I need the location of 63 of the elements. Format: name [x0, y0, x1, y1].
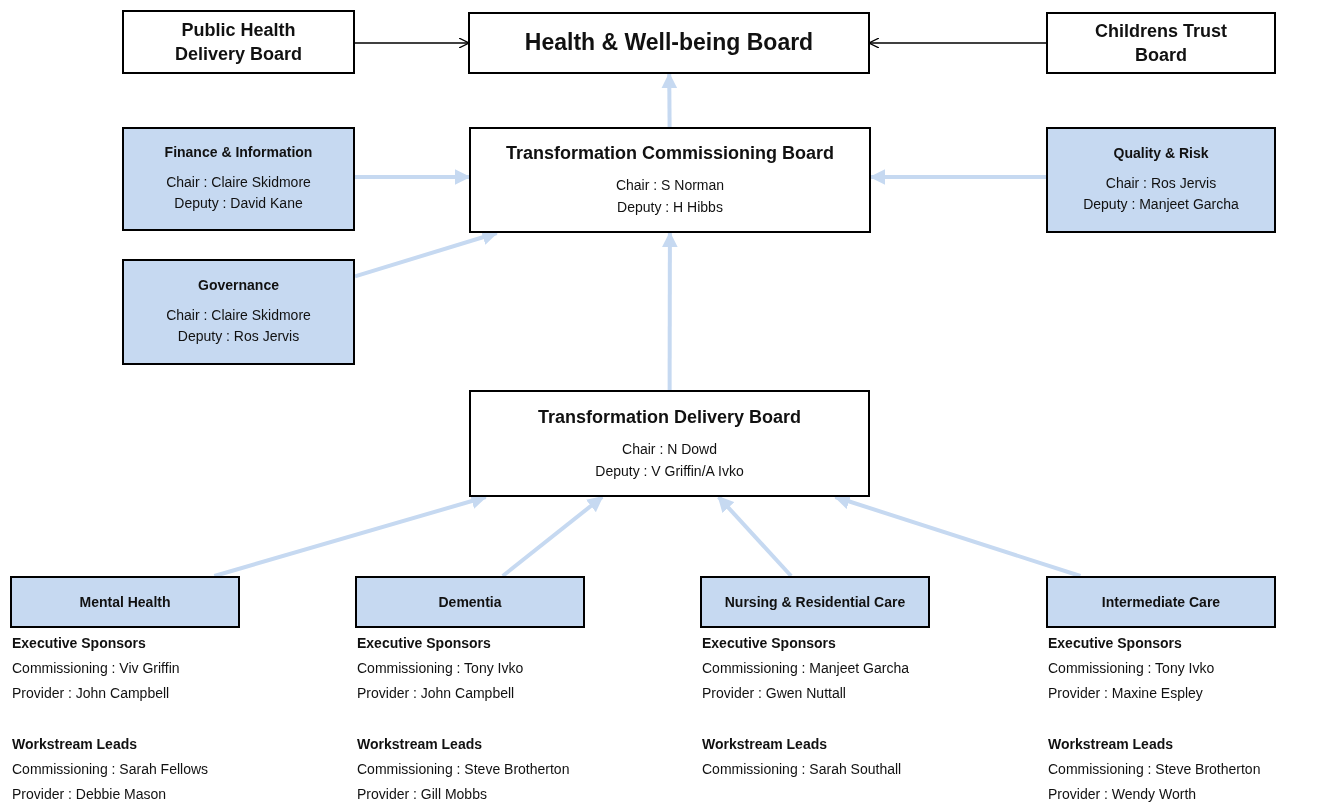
board-box: [468, 12, 870, 74]
member-name: Commissioning : Manjeet Garcha: [702, 659, 909, 678]
member-name: Provider : Maxine Espley: [1048, 684, 1204, 703]
member-name: Deputy : H Hibbs: [617, 198, 723, 218]
arrow: [661, 231, 678, 390]
section-heading: Workstream Leads: [702, 735, 828, 754]
member-name: Provider : Debbie Mason: [12, 785, 168, 804]
member-name: Provider : Wendy Worth: [1048, 785, 1198, 804]
member-name: Commissioning : Sarah Southall: [702, 760, 903, 779]
member-name: Chair : Ros Jervis: [1105, 173, 1217, 193]
member-name: Commissioning : Tony Ivko: [1048, 659, 1216, 678]
workstream-box: [10, 576, 240, 628]
member-name: Provider : Gill Mobbs: [357, 785, 488, 804]
board-title: Transformation Delivery Board: [537, 405, 802, 429]
board-title: Childrens Trust Board: [1094, 19, 1228, 67]
member-name: Chair : Claire Skidmore: [166, 305, 311, 325]
board-title: Health & Well-being Board: [524, 28, 814, 58]
arrow: [501, 495, 604, 578]
workstream-box: [355, 576, 585, 628]
board-title: Nursing & Residential Care: [724, 592, 906, 612]
section-heading: Executive Sponsors: [1048, 634, 1183, 653]
board-box: [469, 127, 871, 233]
workstream-box: [700, 576, 930, 628]
member-name: Chair : S Norman: [615, 176, 725, 196]
member-name: Commissioning : Steve Brotherton: [1048, 760, 1261, 779]
member-name: Commissioning : Viv Griffin: [12, 659, 181, 678]
section-heading: Workstream Leads: [357, 735, 483, 754]
board-title: Quality & Risk: [1113, 143, 1209, 163]
arrow: [717, 495, 793, 578]
board-title: Public Health Delivery Board: [173, 18, 304, 66]
member-name: Deputy : Ros Jervis: [177, 327, 300, 347]
arrow: [355, 169, 471, 185]
board-title: Intermediate Care: [1101, 592, 1221, 612]
section-heading: Executive Sponsors: [357, 634, 492, 653]
member-name: Chair : Claire Skidmore: [166, 172, 311, 192]
board-title: Finance & Information: [164, 142, 313, 162]
section-heading: Workstream Leads: [1048, 735, 1174, 754]
member-name: Provider : John Campbell: [357, 684, 516, 703]
board-box: [1046, 12, 1276, 74]
board-title: Transformation Commissioning Board: [505, 142, 834, 166]
board-box: [122, 10, 355, 74]
member-name: Commissioning : Sarah Fellows: [12, 760, 209, 779]
board-title: Mental Health: [79, 592, 171, 612]
member-name: Deputy : Manjeet Garcha: [1083, 195, 1239, 215]
board-box: [122, 259, 355, 365]
arrow: [661, 72, 678, 127]
member-name: Deputy : David Kane: [174, 194, 303, 214]
section-heading: Workstream Leads: [12, 735, 138, 754]
section-heading: Executive Sponsors: [12, 634, 147, 653]
section-heading: Executive Sponsors: [702, 634, 837, 653]
workstream-box: [1046, 576, 1276, 628]
member-name: Deputy : V Griffin/A Ivko: [595, 461, 744, 481]
member-name: Commissioning : Steve Brotherton: [357, 760, 570, 779]
member-name: Commissioning : Tony Ivko: [357, 659, 525, 678]
arrow: [354, 37, 470, 49]
member-name: Chair : N Dowd: [622, 439, 717, 459]
board-box: [122, 127, 355, 231]
board-box: [1046, 127, 1276, 233]
board-box: [469, 390, 870, 497]
member-name: Provider : John Campbell: [12, 684, 171, 703]
board-title: Dementia: [438, 592, 502, 612]
member-name: Provider : Gwen Nuttall: [702, 684, 847, 703]
board-title: Governance: [198, 275, 279, 295]
